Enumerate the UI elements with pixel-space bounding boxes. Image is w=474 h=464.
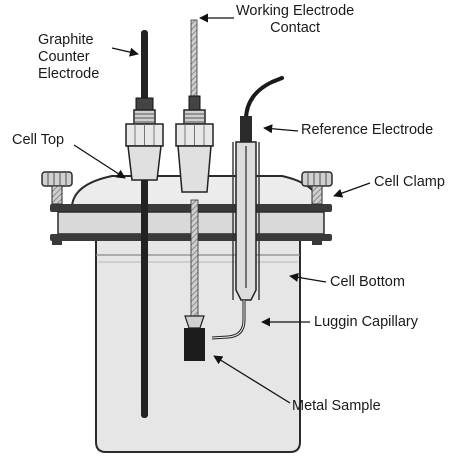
graphite-label-line2: Counter — [38, 49, 90, 65]
port-fitting-right — [175, 109, 214, 193]
graphite-label-line3: Electrode — [38, 66, 100, 82]
cell-clamp-label: Cell Clamp — [374, 174, 445, 190]
metal-sample — [184, 328, 205, 361]
leader-lines — [73, 13, 371, 404]
cell-top-label: Cell Top — [12, 132, 65, 148]
reference-electrode — [232, 76, 284, 301]
graphite-label-line1: Graphite — [38, 32, 94, 48]
reference-electrode-label: Reference Electrode — [301, 122, 434, 138]
working-electrode — [184, 19, 205, 329]
luggin-capillary-label: Luggin Capillary — [314, 314, 418, 330]
metal-sample-label: Metal Sample — [292, 398, 381, 414]
port-fitting-left — [125, 109, 164, 181]
graphite-counter-electrode-label: Graphite Counter Electrode — [38, 32, 99, 83]
working-electrode-contact-label: Working Electrode Contact — [236, 3, 354, 37]
working-electrode-label-line2: Contact — [270, 20, 321, 36]
clamp-knob-right — [301, 171, 333, 245]
clamp-knob-left — [41, 171, 73, 245]
cell-bottom-label: Cell Bottom — [330, 274, 405, 290]
working-electrode-label-line1: Working Electrode — [236, 3, 355, 19]
